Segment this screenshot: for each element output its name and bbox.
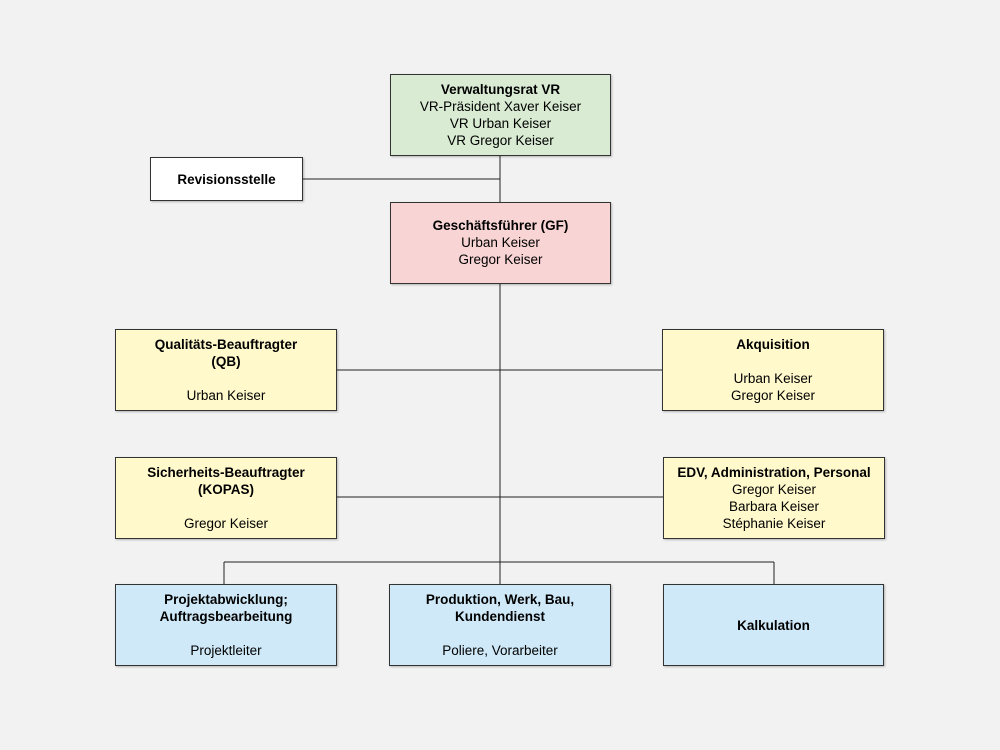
audit-box: Revisionsstelle xyxy=(150,157,303,201)
it-admin-member: Gregor Keiser xyxy=(731,482,817,497)
production-title-2: Kundendienst xyxy=(455,609,545,624)
safety-title-abbr: (KOPAS) xyxy=(198,482,254,497)
production-box: Produktion, Werk, Bau, Kundendienst Poli… xyxy=(389,584,611,666)
project-box: Projektabwicklung; Auftragsbearbeitung P… xyxy=(115,584,337,666)
board-title: Verwaltungsrat VR xyxy=(440,82,561,97)
gm-title: Geschäftsführer (GF) xyxy=(432,218,569,233)
board-member: VR-Präsident Xaver Keiser xyxy=(419,99,582,114)
production-title: Produktion, Werk, Bau, xyxy=(425,592,575,607)
acquisition-title: Akquisition xyxy=(736,337,810,352)
calculation-box: Kalkulation xyxy=(663,584,884,666)
acquisition-member: Urban Keiser xyxy=(733,371,813,386)
quality-box: Qualitäts-Beauftragter (QB) Urban Keiser xyxy=(115,329,337,411)
audit-title: Revisionsstelle xyxy=(177,171,276,187)
acquisition-box: Akquisition Urban Keiser Gregor Keiser xyxy=(662,329,884,411)
gm-member: Urban Keiser xyxy=(461,235,540,250)
project-title: Projektabwicklung; xyxy=(164,592,288,607)
quality-title-abbr: (QB) xyxy=(211,354,241,369)
gm-box: Geschäftsführer (GF) Urban Keiser Gregor… xyxy=(390,202,611,284)
it-admin-member: Barbara Keiser xyxy=(728,499,820,514)
safety-title: Sicherheits-Beauftragter xyxy=(147,465,305,480)
project-title-2: Auftragsbearbeitung xyxy=(159,609,293,624)
project-member: Projektleiter xyxy=(190,643,262,658)
board-member: VR Urban Keiser xyxy=(449,116,552,131)
gm-member: Gregor Keiser xyxy=(458,252,543,267)
safety-member: Gregor Keiser xyxy=(183,516,269,531)
quality-title: Qualitäts-Beauftragter xyxy=(154,337,298,352)
calculation-title: Kalkulation xyxy=(737,617,810,633)
quality-member: Urban Keiser xyxy=(186,388,266,403)
board-box: Verwaltungsrat VR VR-Präsident Xaver Kei… xyxy=(390,74,611,156)
it-admin-box: EDV, Administration, Personal Gregor Kei… xyxy=(663,457,885,539)
it-admin-title: EDV, Administration, Personal xyxy=(677,465,871,480)
acquisition-member: Gregor Keiser xyxy=(730,388,816,403)
safety-box: Sicherheits-Beauftragter (KOPAS) Gregor … xyxy=(115,457,337,539)
board-member: VR Gregor Keiser xyxy=(447,133,554,148)
production-member: Poliere, Vorarbeiter xyxy=(442,643,558,658)
it-admin-member: Stéphanie Keiser xyxy=(722,516,826,531)
